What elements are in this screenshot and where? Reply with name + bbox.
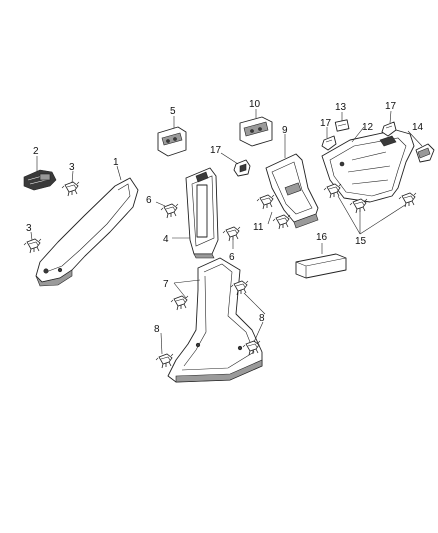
clip-8-lower-left xyxy=(155,353,174,369)
quarter-trim-panel xyxy=(321,129,415,203)
foam-pad-16 xyxy=(295,253,347,279)
callout-11: 11 xyxy=(253,222,264,233)
grab-handle xyxy=(23,169,57,191)
trim-bracket-13 xyxy=(334,119,350,132)
trim-cover-14 xyxy=(415,143,435,163)
callout-4: 4 xyxy=(163,234,169,245)
callout-17-center: 17 xyxy=(210,145,222,156)
seatbelt-cover-10 xyxy=(239,116,273,147)
seatbelt-cover-5 xyxy=(157,126,187,157)
fastener-17-center xyxy=(233,159,251,177)
callout-labels: 1 2 3 3 4 5 6 6 7 8 8 9 10 11 12 13 14 1… xyxy=(26,99,424,335)
callout-3-upper: 3 xyxy=(69,162,75,173)
clip-11-upper xyxy=(256,194,275,210)
callout-17-right-a: 17 xyxy=(320,118,332,129)
clip-6-left xyxy=(160,203,179,219)
callout-17-right-b: 17 xyxy=(385,101,397,112)
callout-10: 10 xyxy=(249,99,261,110)
c-pillar-trim xyxy=(265,153,319,229)
callout-5: 5 xyxy=(170,106,176,117)
callout-14: 14 xyxy=(412,122,424,133)
clip-3-lower xyxy=(23,238,42,254)
callout-9: 9 xyxy=(282,125,288,136)
callout-2: 2 xyxy=(33,146,39,157)
callout-6-left: 6 xyxy=(146,195,152,206)
callout-16: 16 xyxy=(316,232,328,243)
a-pillar-trim xyxy=(35,177,139,287)
clip-15-right xyxy=(398,192,417,208)
clip-3-upper xyxy=(61,181,80,197)
callout-6-right: 6 xyxy=(229,252,235,263)
leader-lines xyxy=(30,109,423,355)
callout-8-left: 8 xyxy=(154,324,160,335)
callout-1: 1 xyxy=(113,157,119,168)
upper-b-pillar-trim xyxy=(185,167,219,259)
callout-13: 13 xyxy=(335,102,347,113)
clip-11-lower xyxy=(272,214,291,230)
fastener-17-right-b xyxy=(381,121,397,137)
callout-15: 15 xyxy=(355,236,367,247)
clip-6-right xyxy=(222,226,241,242)
clip-8-upper-left xyxy=(170,295,189,311)
fastener-17-right-a xyxy=(321,135,337,151)
callout-12: 12 xyxy=(362,122,374,133)
callout-8-right: 8 xyxy=(259,313,265,324)
callout-3-lower: 3 xyxy=(26,223,32,234)
callout-7: 7 xyxy=(163,279,169,290)
lower-b-pillar-trim xyxy=(167,257,263,383)
